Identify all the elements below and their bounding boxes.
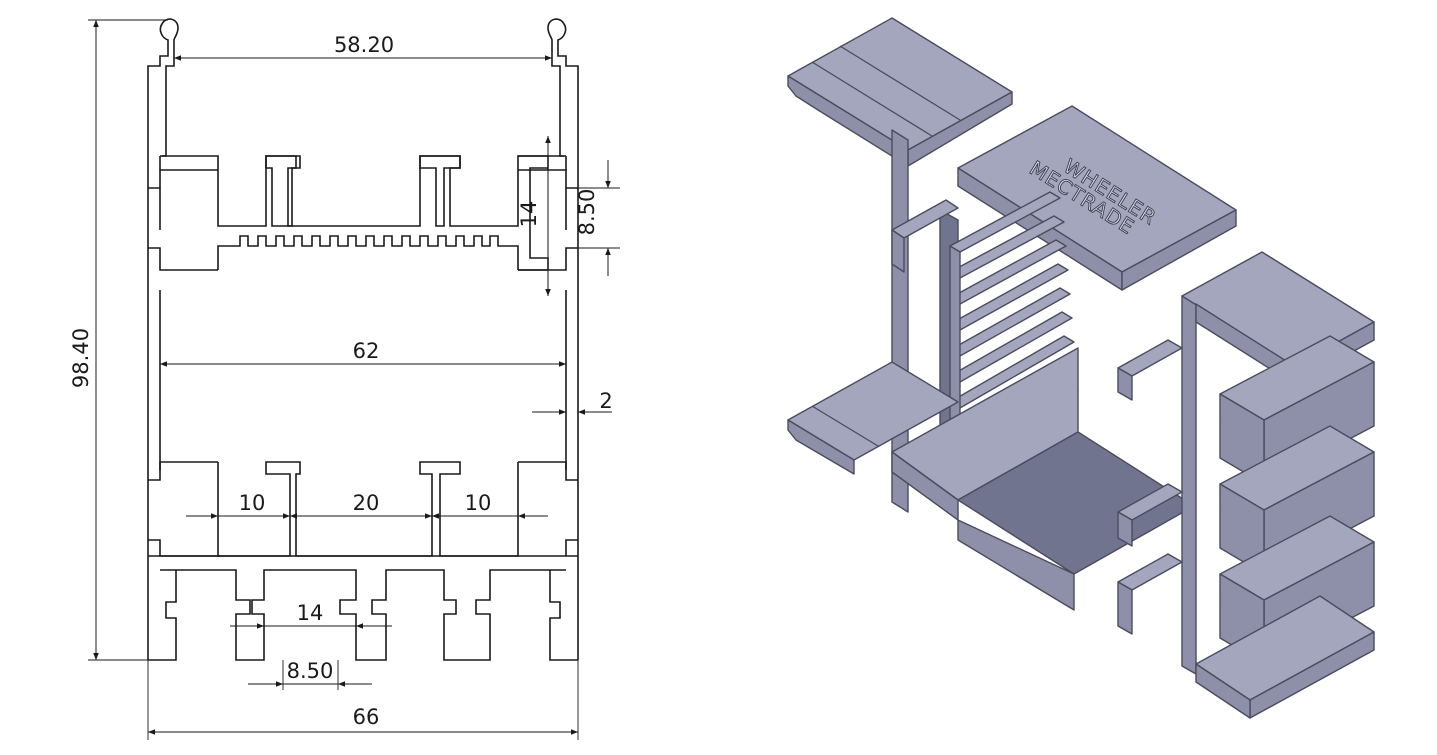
- dim-bottom-slot-width: 14: [297, 601, 324, 625]
- right-inner-slot-upper: [1117, 339, 1183, 377]
- right-wall: [1181, 295, 1197, 675]
- outer-right-wall: [518, 18, 579, 660]
- dim-slot-height: 14: [517, 201, 541, 228]
- isometric-model: WHEELER MECTRADE: [787, 17, 1375, 719]
- heat-sink-fins: [217, 235, 519, 270]
- upper-t-slot-left: [265, 155, 301, 227]
- dim-inner-width: 62: [353, 339, 380, 363]
- dimension-lines: [88, 19, 620, 740]
- dim-overall-height: 98.40: [69, 328, 93, 388]
- dim-bottom-center: 20: [353, 491, 380, 515]
- dim-bottom-slot-opening: 8.50: [287, 659, 334, 683]
- right-t-slot-ribs: [1195, 335, 1375, 719]
- upper-t-slot-right: [419, 155, 461, 227]
- dim-overall-width: 66: [353, 705, 380, 729]
- dim-inner-top-width: 58.20: [334, 33, 394, 57]
- dim-slot-depth: 8.50: [575, 189, 599, 236]
- top-left-flange-top: [787, 17, 1013, 151]
- base-section: [148, 555, 578, 661]
- outer-left-wall: [147, 18, 220, 660]
- dim-bottom-right: 10: [465, 491, 492, 515]
- dim-wall-thickness: 2: [599, 389, 612, 413]
- upper-chamber: [160, 155, 566, 227]
- dim-bottom-left: 10: [239, 491, 266, 515]
